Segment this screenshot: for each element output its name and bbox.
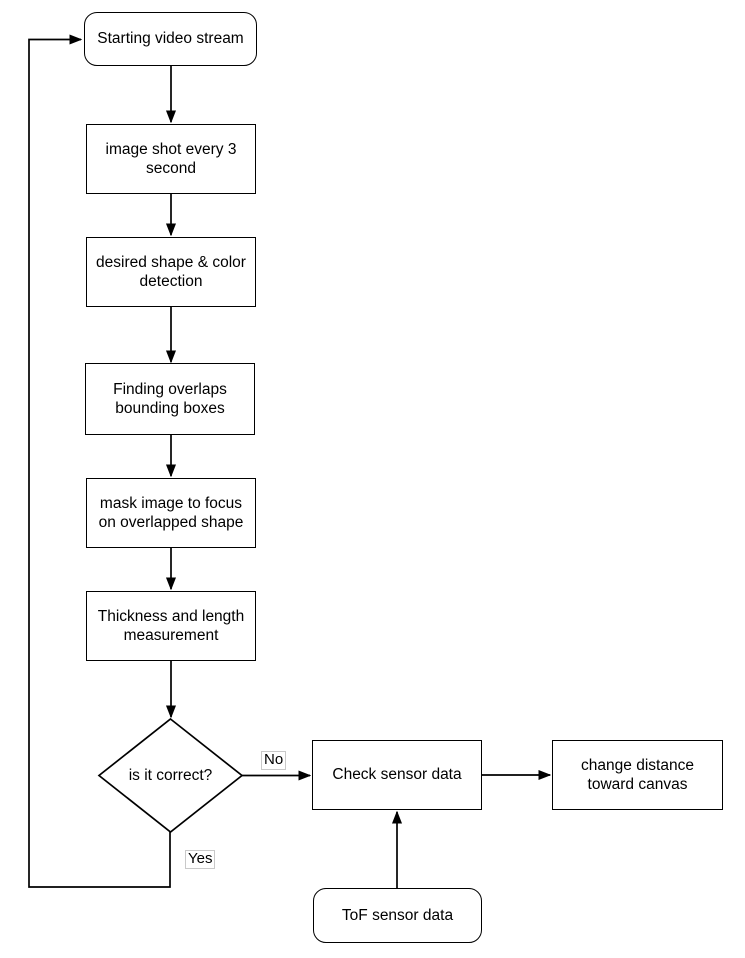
node-tof-sensor-data: ToF sensor data [313, 888, 482, 943]
edge-label-no: No [261, 751, 287, 770]
decision-diamond-shape [97, 717, 244, 834]
node-mask-image: mask image to focus on overlapped shape [86, 478, 256, 548]
node-finding-overlaps-bounding-boxes: Finding overlaps bounding boxes [85, 363, 255, 435]
node-shape-color-detection: desired shape & color detection [86, 237, 256, 307]
node-decision-is-it-correct: is it correct? [128, 766, 213, 784]
node-thickness-length-measurement: Thickness and length measurement [86, 591, 256, 661]
edge-label-yes: Yes [185, 850, 216, 869]
node-start-video-stream: Starting video stream [84, 12, 257, 66]
node-image-shot-every-3-second: image shot every 3 second [86, 124, 256, 194]
node-check-sensor-data: Check sensor data [312, 740, 482, 810]
edge-yes-loop-to-start [28, 40, 171, 888]
node-change-distance-toward-canvas: change distance toward canvas [552, 740, 723, 810]
